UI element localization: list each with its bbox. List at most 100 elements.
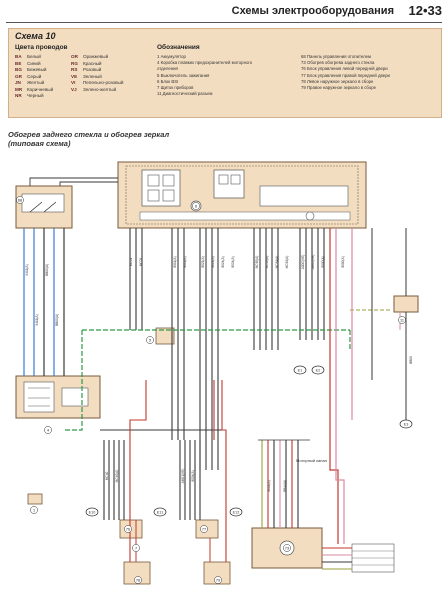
component-marker — [146, 336, 154, 344]
designation-item: 68 Панель управления отопителем — [301, 54, 371, 59]
header-rule — [6, 22, 442, 23]
wire-label: MC64(A) — [285, 256, 289, 269]
wire-label: 8000(A) — [341, 256, 345, 267]
wire-color-name: Серый — [27, 73, 42, 79]
wire-color-name: Оранжевый — [83, 54, 109, 59]
component-marker — [30, 506, 38, 514]
designation-item: 1 Аккумулятор — [157, 54, 186, 59]
component-marker — [214, 576, 222, 584]
component-label: 11 — [400, 318, 404, 322]
wire-color-code: NR — [15, 93, 22, 98]
wire-color-entry: MR Коричневый — [15, 87, 53, 94]
component-marker — [398, 316, 406, 324]
designation-item: 79 Правое наружное зеркало в сборе — [301, 85, 377, 91]
designation-item: 77 Блок управления правой передней двери — [301, 72, 390, 78]
wire-color-name: Черный — [27, 93, 44, 98]
wire-color-code: OR — [71, 54, 78, 59]
wire-color-name: Желтый — [27, 80, 45, 85]
wire-color-name: Пепельно-розовый — [83, 80, 124, 85]
designation-item: 5 Выключатель зажигания — [157, 72, 210, 78]
component-label: 76 — [126, 527, 130, 531]
wire-label: MC65(A) — [265, 256, 269, 269]
section-title: Обогрев заднего стекла и обогрев зеркал … — [8, 130, 170, 148]
ground-marker — [229, 507, 243, 517]
designation-item: 73 Обогрев обогрева заднего стекла — [301, 60, 375, 66]
wire-label: BB00(A) — [45, 264, 49, 276]
ground-symbol — [27, 493, 43, 505]
wire-color-name: Коричневый — [27, 86, 54, 92]
wire-color-code: RS — [71, 67, 78, 72]
wire-color-code: BG — [15, 67, 22, 72]
component-marker — [134, 576, 142, 584]
page-number: 12•33 — [408, 3, 442, 18]
wire-color-code: VI — [71, 80, 76, 85]
wire-color-entry: BE Синий — [15, 61, 53, 68]
wire-color-entry: OR Оранжевый — [71, 54, 123, 61]
section-title-line-2: (типовая схема) — [8, 138, 71, 148]
wire-label: A00G(VE) — [301, 255, 305, 270]
designation-item: 11 Диагностический разъем — [157, 91, 213, 97]
component-label: 4 — [47, 428, 49, 432]
wire-label: BB00 — [409, 356, 413, 364]
component-label: 77 — [202, 527, 206, 531]
component-marker — [283, 544, 291, 552]
wire-color-code: BA — [15, 54, 22, 59]
designation-item: 76 Блок управления левой передней двери — [301, 66, 388, 72]
designation-item: 6 Блок BSI — [157, 78, 179, 84]
designation-item: 7 Щиток приборов — [157, 85, 194, 91]
component-label: 6 — [195, 204, 197, 208]
wire-label: BB44(A) — [283, 480, 287, 492]
ground-label: E3 — [404, 423, 409, 427]
wire-color-code: MR — [15, 86, 23, 92]
wire-label: MC64(A) — [275, 256, 279, 269]
component-marker — [124, 525, 132, 533]
component-label: 79 — [216, 578, 220, 582]
component-label: 5 — [149, 338, 151, 342]
wire — [64, 330, 83, 431]
fuse-box — [15, 375, 101, 419]
ground-label: E2 — [316, 369, 321, 373]
wire-label: BB00(A) — [55, 314, 59, 326]
wire-label: AM00(VE) — [311, 255, 315, 270]
wire-color-entry: VI Пепельно-розовый — [71, 80, 123, 87]
ground-marker — [153, 507, 167, 517]
mirror-connector — [351, 543, 395, 573]
ground-label: E12 — [233, 511, 240, 515]
wire — [221, 380, 227, 562]
wire-color-entry: BG Бежевый — [15, 67, 53, 74]
ground-marker — [85, 507, 99, 517]
ground-marker — [293, 365, 307, 375]
wire-color-code: GR — [15, 73, 22, 79]
wire-label: 8021(A) — [211, 256, 215, 267]
wire-color-name: Бежевый — [27, 67, 47, 72]
wire-color-code: RG — [71, 60, 78, 66]
ground-marker — [311, 365, 325, 375]
component-label: 68 — [18, 198, 22, 202]
wire-color-name: Розовый — [83, 67, 102, 72]
section-title-line-1: Обогрев заднего стекла и обогрев зеркал — [8, 130, 170, 139]
ground-label: E10 — [89, 511, 96, 515]
designation-item: 4 Коробка плавких предохранителей моторн… — [157, 60, 253, 66]
wire-color-name: Зелено-желтый — [83, 86, 117, 92]
wire — [29, 177, 118, 186]
wire-color-name: Синий — [27, 60, 41, 66]
wire-color-code: BE — [15, 60, 22, 66]
diagnostic-connector — [393, 295, 419, 313]
colors-heading: Цвета проводов — [15, 44, 68, 51]
wire-label: 8011(A) — [183, 256, 187, 267]
wire-label: AM01(VE) — [181, 469, 185, 484]
component-marker — [16, 196, 24, 204]
wire-label: MC65(A) — [255, 256, 259, 269]
bsi-unit — [117, 161, 367, 229]
routing-note: Моторный канал — [296, 458, 328, 463]
